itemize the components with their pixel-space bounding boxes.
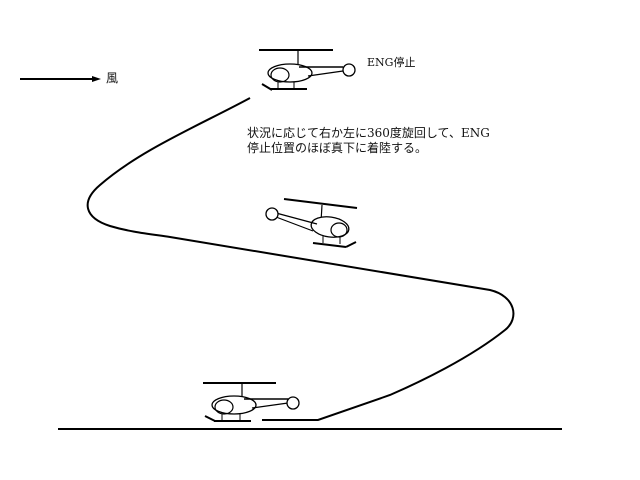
helicopter-top-icon — [259, 49, 356, 91]
eng-stop-label: ENG停止 — [367, 56, 416, 69]
helicopter-middle-icon — [265, 198, 358, 248]
flight-path — [86, 97, 515, 421]
helicopter-bottom-icon — [203, 382, 300, 422]
instruction-line-2: 停止位置のほぼ真下に着陸する。 — [247, 141, 428, 155]
wind-label: 風 — [106, 71, 119, 85]
wind-arrow-icon — [20, 76, 101, 82]
instruction-line-1: 状況に応じて右か左に360度旋回して、ENG — [247, 126, 490, 140]
